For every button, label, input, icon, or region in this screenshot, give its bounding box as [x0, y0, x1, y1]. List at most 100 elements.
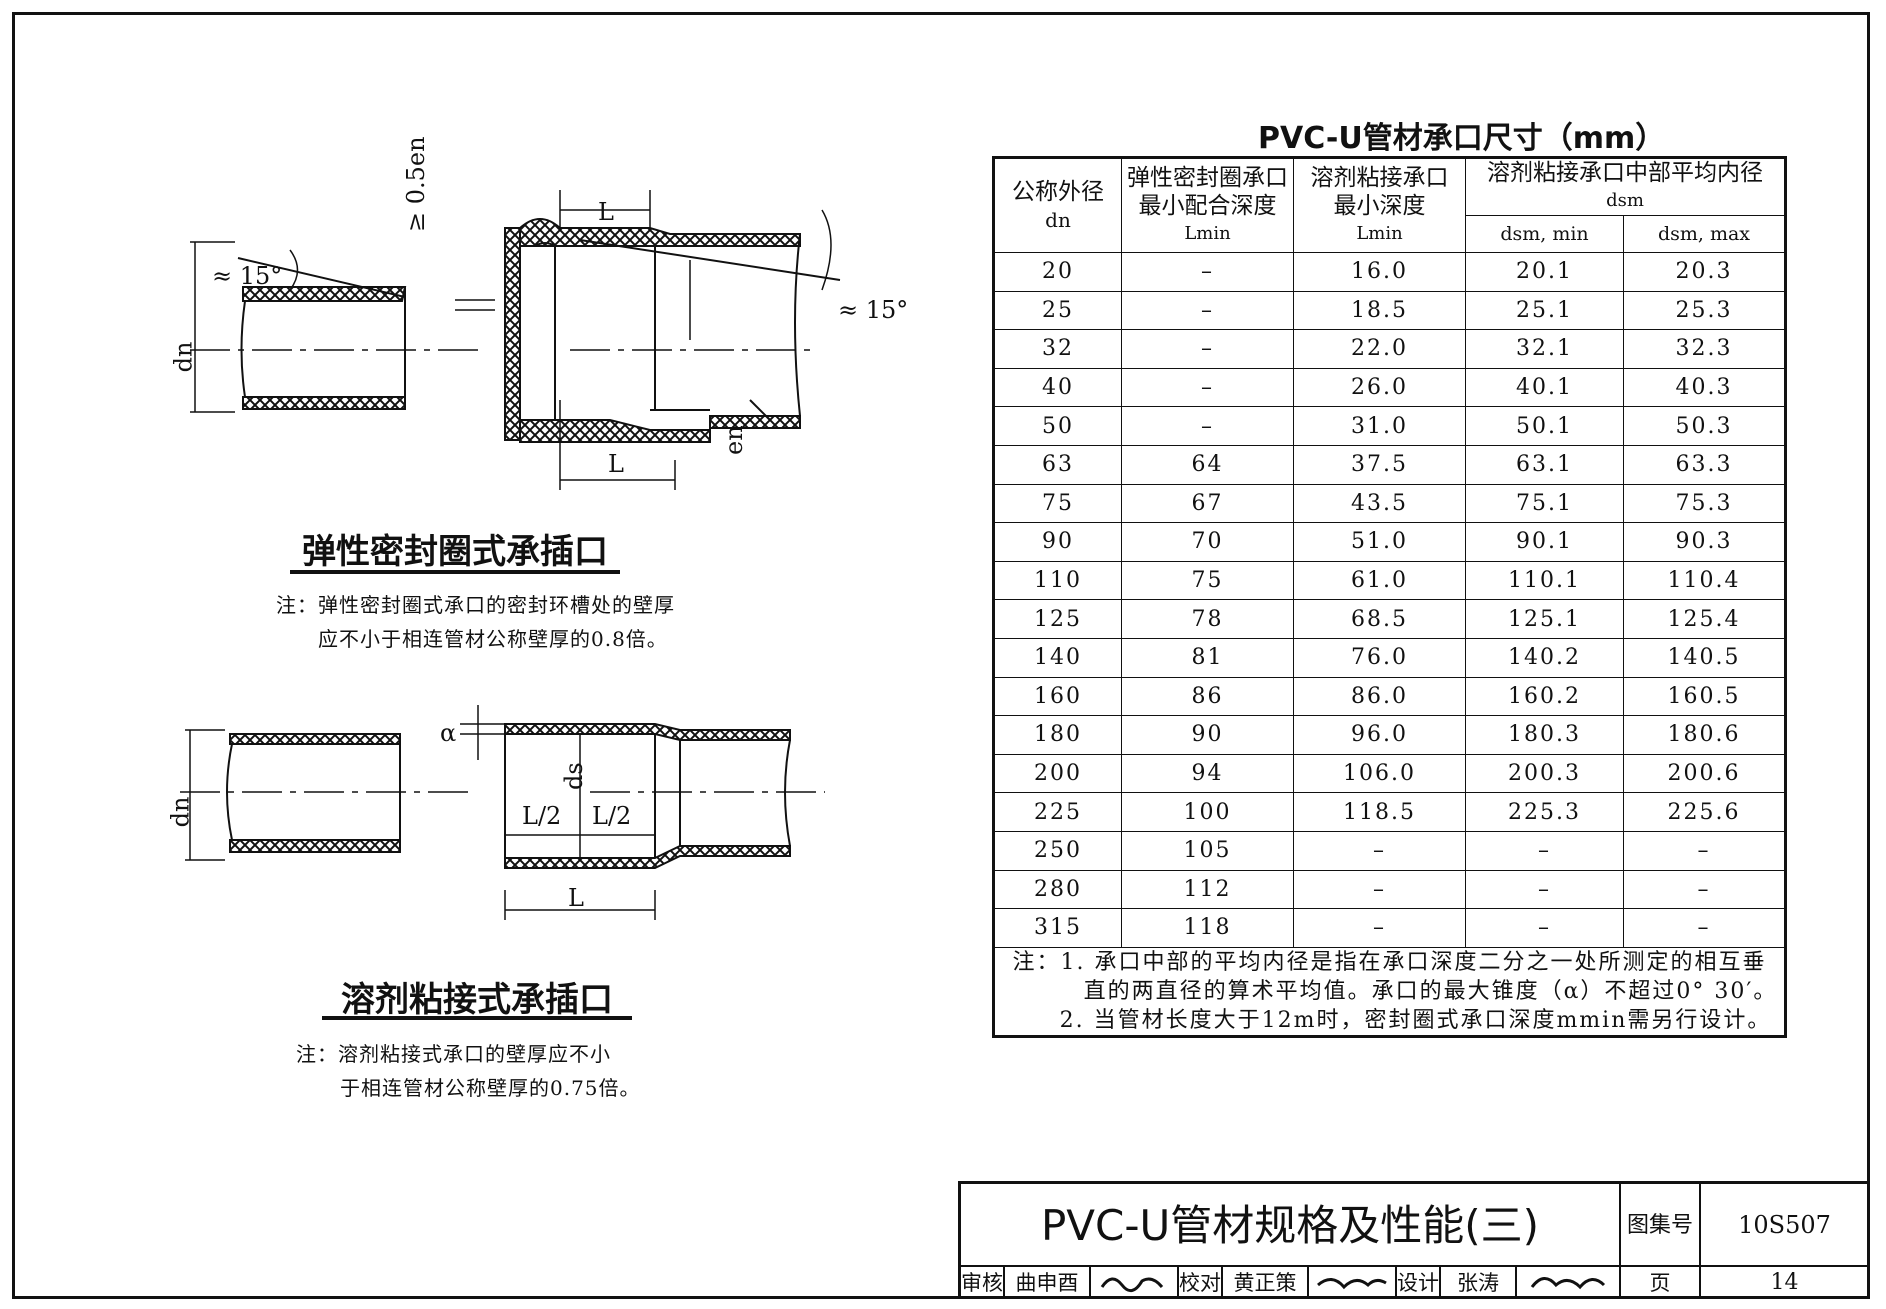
- table-cell: –: [1121, 329, 1294, 369]
- table-cell: 90.1: [1465, 522, 1624, 562]
- table-cell: 90.3: [1623, 522, 1786, 562]
- table-cell: 180: [993, 715, 1122, 755]
- table-cell: 118: [1121, 908, 1294, 948]
- table-cell: 40.3: [1623, 367, 1786, 408]
- table-cell: 112: [1121, 869, 1294, 910]
- table-cell: 51.0: [1293, 522, 1466, 562]
- checker-signature: [1309, 1267, 1397, 1299]
- table-cell: –: [1623, 869, 1786, 910]
- table-cell: 81: [1121, 637, 1294, 678]
- header-seal-depth-sub: Lmin: [1184, 222, 1231, 244]
- table-cell: –: [1293, 869, 1466, 910]
- L-label-solvent: L: [568, 884, 584, 912]
- table-cell: –: [1623, 830, 1786, 871]
- table-cell: 78: [1121, 599, 1294, 639]
- table-cell: –: [1465, 908, 1624, 948]
- solvent-joint-caption: 溶剂粘接式承插口: [341, 980, 613, 1020]
- table-cell: 160.2: [1465, 676, 1624, 717]
- table-cell: 96.0: [1293, 715, 1466, 755]
- table-cell: 280: [993, 869, 1122, 910]
- table-cell: 63: [993, 444, 1122, 485]
- reviewer-signature: [1091, 1267, 1179, 1299]
- table-cell: 110.4: [1623, 560, 1786, 601]
- dn-label-top: dn: [169, 341, 198, 373]
- header-dn-label: 公称外径: [1012, 178, 1104, 205]
- table-cell: –: [1293, 908, 1466, 948]
- table-notes: 注：1. 承口中部的平均内径是指在承口深度二分之一处所测定的相互垂 直的两直径的…: [993, 946, 1786, 1037]
- table-cell: 67: [1121, 483, 1294, 524]
- reviewer-signature-mark: [1100, 1277, 1164, 1293]
- table-cell: 94: [1121, 753, 1294, 794]
- table-cell: 75.1: [1465, 483, 1624, 524]
- table-cell: 225: [993, 792, 1122, 832]
- solvent-cement-joint-diagram: [180, 705, 825, 920]
- review-label: 审核: [961, 1267, 1005, 1299]
- table-cell: 110.1: [1465, 560, 1624, 601]
- table-note-line2: 直的两直径的算术平均值。承口的最大锥度（α）不超过0° 30′。: [1083, 978, 1778, 1004]
- table-note-line1: 注：1. 承口中部的平均内径是指在承口深度二分之一处所测定的相互垂: [1012, 949, 1767, 975]
- table-title: PVC-U管材承口尺寸（mm）: [1258, 121, 1666, 156]
- table-cell: 105: [1121, 830, 1294, 871]
- table-cell: 63.3: [1623, 444, 1786, 485]
- header-solvent-depth: 溶剂粘接承口 最小深度 Lmin: [1293, 157, 1466, 253]
- header-seal-depth: 弹性密封圈承口 最小配合深度 Lmin: [1121, 157, 1294, 253]
- table-cell: 70: [1121, 522, 1294, 562]
- table-cell: 180.3: [1465, 715, 1624, 755]
- socket-dimension-table: 公称外径 dn 弹性密封圈承口 最小配合深度 Lmin 溶剂粘接承口 最小深度 …: [992, 156, 1787, 1038]
- elastic-joint-note-1: 注：弹性密封圈式承口的密封环槽处的壁厚: [276, 593, 675, 617]
- table-cell: 32.1: [1465, 329, 1624, 369]
- table-cell: 40: [993, 367, 1122, 408]
- header-solvent-depth-line1: 溶剂粘接承口: [1310, 164, 1449, 191]
- half-L-label-1: L/2: [522, 802, 562, 830]
- table-cell: 225.6: [1623, 792, 1786, 832]
- header-seal-depth-line1: 弹性密封圈承口: [1127, 164, 1288, 191]
- table-cell: 86: [1121, 676, 1294, 717]
- table-cell: 140.2: [1465, 637, 1624, 678]
- table-cell: –: [1121, 290, 1294, 331]
- table-cell: 315: [993, 908, 1122, 948]
- checker-name: 黄正策: [1223, 1267, 1309, 1299]
- header-solvent-depth-line2: 最小深度: [1333, 192, 1426, 219]
- table-cell: 43.5: [1293, 483, 1466, 524]
- table-cell: 160: [993, 676, 1122, 717]
- table-cell: 37.5: [1293, 444, 1466, 485]
- table-cell: 32: [993, 329, 1122, 369]
- table-cell: –: [1121, 252, 1294, 292]
- table-cell: 106.0: [1293, 753, 1466, 794]
- table-cell: –: [1293, 830, 1466, 871]
- table-cell: 200.6: [1623, 753, 1786, 794]
- table-cell: 61.0: [1293, 560, 1466, 601]
- table-cell: 50.3: [1623, 406, 1786, 446]
- table-cell: 90: [993, 522, 1122, 562]
- header-solvent-depth-sub: Lmin: [1356, 222, 1403, 244]
- table-header-row-2: dsm, min dsm, max: [994, 215, 1786, 253]
- table-note-line3: 2. 当管材长度大于12m时，密封圈式承口深度mmin需另行设计。: [1059, 1007, 1772, 1033]
- table-cell: –: [1465, 830, 1624, 871]
- table-cell: 200.3: [1465, 753, 1624, 794]
- table-cell: 250: [993, 830, 1122, 871]
- checker-signature-mark: [1317, 1278, 1387, 1290]
- table-cell: 90: [1121, 715, 1294, 755]
- table-cell: 26.0: [1293, 367, 1466, 408]
- dn-label-bottom: dn: [166, 796, 195, 828]
- designer-signature: [1517, 1267, 1621, 1299]
- table-cell: 140: [993, 637, 1122, 678]
- page-label: 页: [1621, 1267, 1701, 1299]
- check-label: 校对: [1179, 1267, 1223, 1299]
- table-cell: 125: [993, 599, 1122, 639]
- table-cell: –: [1465, 869, 1624, 910]
- designer-signature-mark: [1530, 1277, 1606, 1290]
- sheet-title: PVC-U管材规格及性能(三): [961, 1184, 1621, 1267]
